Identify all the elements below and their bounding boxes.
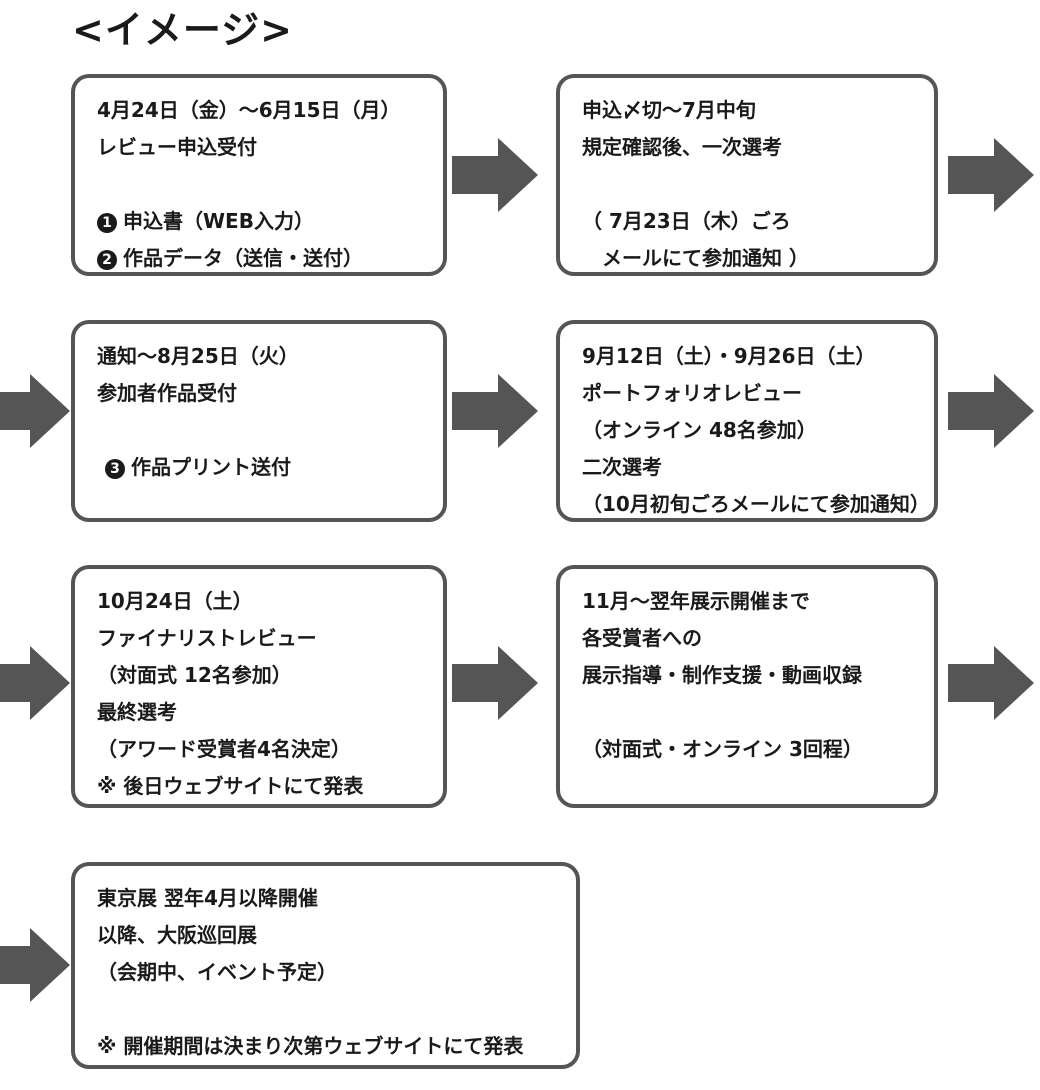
step-box-2: 申込〆切〜7月中旬 規定確認後、一次選考 （ 7月23日（木）ごろ メールにて参… (556, 74, 938, 276)
circled-number-3-icon: 3 (105, 459, 125, 479)
step-6-line-3: 展示指導・制作支援・動画収録 (582, 663, 862, 687)
step-5-line-2: ファイナリストレビュー (97, 626, 317, 650)
step-3-line-3: 作品プリント送付 (131, 455, 291, 479)
right-arrow-icon (452, 646, 538, 720)
step-6-line-4: （対面式・オンライン 3回程） (582, 737, 863, 761)
step-2-line-2: 規定確認後、一次選考 (582, 135, 782, 159)
step-3-line-1: 通知〜8月25日（火） (97, 344, 299, 368)
right-arrow-icon (948, 138, 1034, 212)
step-box-4: 9月12日（土）・9月26日（土） ポートフォリオレビュー （オンライン 48名… (556, 320, 938, 522)
step-7-line-1: 東京展 翌年4月以降開催 (97, 886, 318, 910)
step-5-line-6: ※ 後日ウェブサイトにて発表 (97, 774, 364, 798)
right-arrow-icon (0, 374, 70, 448)
right-arrow-icon (452, 138, 538, 212)
right-arrow-icon (0, 646, 70, 720)
step-3-item-1: 3 作品プリント送付 (97, 449, 443, 486)
step-box-5: 10月24日（土） ファイナリストレビュー （対面式 12名参加） 最終選考 （… (71, 565, 447, 808)
step-5-line-3: （対面式 12名参加） (97, 663, 292, 687)
step-4-line-4: 二次選考 (582, 455, 662, 479)
step-1-line-4: 作品データ（送信・送付） (123, 246, 363, 270)
page-title: <イメージ> (72, 8, 293, 52)
right-arrow-icon (948, 374, 1034, 448)
step-4-line-5: （10月初旬ごろメールにて参加通知） (582, 492, 930, 516)
step-1-line-3: 申込書（WEB入力） (123, 209, 314, 233)
circled-number-1-icon: 1 (97, 213, 117, 233)
step-5-line-4: 最終選考 (97, 700, 177, 724)
step-2-line-1: 申込〆切〜7月中旬 (582, 98, 756, 122)
step-1-item-1: 1 申込書（WEB入力） (97, 203, 443, 240)
step-7-line-2: 以降、大阪巡回展 (97, 923, 257, 947)
right-arrow-icon (948, 646, 1034, 720)
step-2-line-3: （ 7月23日（木）ごろ (582, 209, 791, 233)
step-1-line-1: 4月24日（金）〜6月15日（月） (97, 98, 401, 122)
step-6-line-2: 各受賞者への (582, 626, 702, 650)
right-arrow-icon (0, 928, 70, 1002)
step-box-7: 東京展 翌年4月以降開催 以降、大阪巡回展 （会期中、イベント予定） ※ 開催期… (71, 862, 580, 1069)
step-6-line-1: 11月〜翌年展示開催まで (582, 589, 810, 613)
step-5-line-1: 10月24日（土） (97, 589, 253, 613)
step-box-6: 11月〜翌年展示開催まで 各受賞者への 展示指導・制作支援・動画収録 （対面式・… (556, 565, 938, 808)
step-7-line-4: ※ 開催期間は決まり次第ウェブサイトにて発表 (97, 1034, 524, 1058)
step-box-3: 通知〜8月25日（火） 参加者作品受付 3 作品プリント送付 (71, 320, 447, 522)
step-1-line-2: レビュー申込受付 (97, 135, 257, 159)
circled-number-2-icon: 2 (97, 250, 117, 270)
step-4-line-3: （オンライン 48名参加） (582, 418, 817, 442)
step-box-1: 4月24日（金）〜6月15日（月） レビュー申込受付 1 申込書（WEB入力） 2… (71, 74, 447, 276)
right-arrow-icon (452, 374, 538, 448)
step-1-item-2: 2 作品データ（送信・送付） (97, 240, 443, 272)
step-7-line-3: （会期中、イベント予定） (97, 960, 337, 984)
step-4-line-1: 9月12日（土）・9月26日（土） (582, 344, 876, 368)
step-3-line-2: 参加者作品受付 (97, 381, 237, 405)
step-4-line-2: ポートフォリオレビュー (582, 381, 802, 405)
step-5-line-5: （アワード受賞者4名決定） (97, 737, 351, 761)
step-2-line-4: メールにて参加通知 ） (582, 246, 809, 270)
